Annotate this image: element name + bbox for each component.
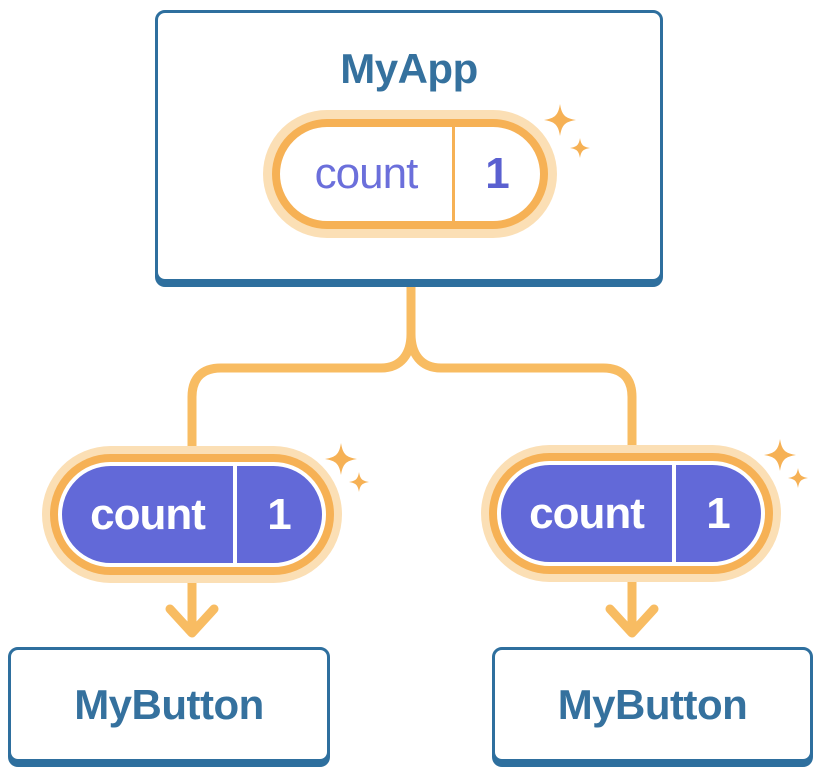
pill-divider	[452, 127, 455, 221]
state-pill-child-right: count 1	[497, 461, 765, 566]
state-name: count	[314, 149, 419, 198]
state-value: 1	[706, 488, 731, 538]
pill-divider	[233, 466, 237, 563]
component-node-mybutton-left: MyButton	[8, 647, 330, 762]
state-name: count	[90, 489, 206, 539]
component-node-mybutton-right: MyButton	[492, 647, 813, 762]
sparkle-icon	[544, 104, 590, 158]
state-pill-root: count 1	[272, 119, 548, 229]
state-value: 1	[485, 149, 510, 198]
state-name: count	[529, 488, 645, 538]
sparkle-icon	[764, 439, 808, 488]
state-pill-child-left: count 1	[58, 462, 326, 567]
state-value-cell: 1	[676, 465, 761, 562]
state-name-cell: count	[280, 127, 452, 221]
state-value: 1	[267, 489, 292, 539]
state-name-cell: count	[62, 466, 233, 563]
arrow-right-head	[605, 604, 659, 638]
component-label: MyApp	[340, 45, 478, 92]
component-label: MyButton	[74, 680, 264, 728]
component-label: MyButton	[557, 680, 748, 728]
branch-left-line	[187, 281, 416, 460]
sparkle-icon	[325, 443, 369, 492]
state-name-cell: count	[501, 465, 672, 562]
branch-right-line	[406, 281, 637, 460]
state-value-cell: 1	[455, 127, 540, 221]
state-value-cell: 1	[237, 466, 322, 563]
pill-divider	[672, 465, 676, 562]
arrow-left-head	[165, 604, 219, 638]
